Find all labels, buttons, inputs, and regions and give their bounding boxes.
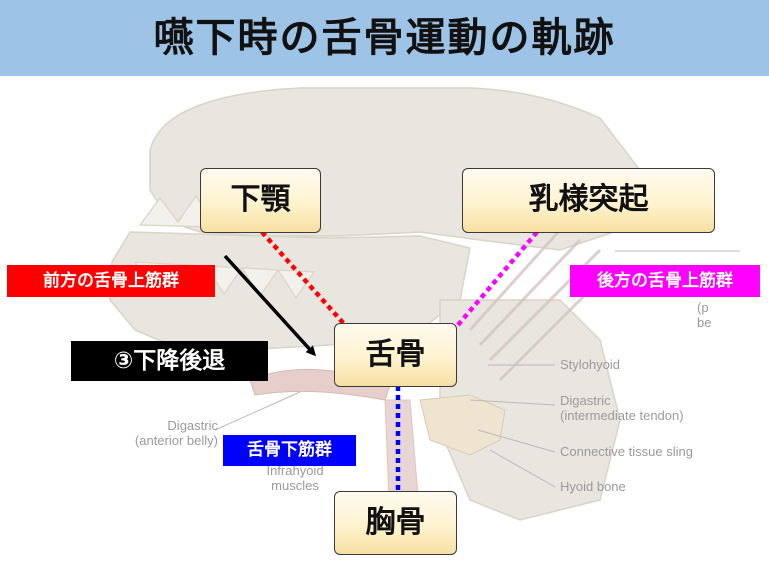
node-sternum: 胸骨	[334, 491, 457, 555]
label-infrahyoid-2: muscles	[271, 478, 319, 493]
hyoid-bone-shape	[419, 394, 506, 456]
node-mandible: 下顎	[200, 168, 321, 233]
label-partial-2: be	[697, 315, 712, 330]
node-hyoid: 舌骨	[334, 323, 457, 387]
mandible-shape	[109, 231, 471, 351]
label-digastric-ant-1: Digastric	[167, 418, 218, 433]
leader-connective	[477, 429, 556, 453]
tag-infrahyoid: 舌骨下筋群	[223, 435, 356, 466]
muscle-strand-1	[468, 228, 562, 332]
label-digastric-ant-2: (anterior belly)	[134, 433, 218, 448]
tag-movement: ③下降後退	[71, 341, 268, 381]
line-posterior-suprahyoid	[456, 230, 539, 327]
label-digastric-int-1: Digastric	[560, 393, 611, 408]
title-bar	[0, 0, 769, 76]
leader-digastric-ant	[214, 391, 301, 431]
line-anterior-suprahyoid	[260, 230, 347, 327]
label-partial-1: (p	[697, 300, 709, 315]
label-digastric-int-2: (intermediate tendon)	[560, 408, 684, 423]
tag-posterior-suprahyoid: 後方の舌骨上筋群	[570, 265, 760, 297]
label-connective: Connective tissue sling	[560, 444, 693, 459]
neck-shape	[439, 299, 621, 521]
label-stylohyoid: Stylohyoid	[560, 357, 620, 372]
tag-anterior-suprahyoid: 前方の舌骨上筋群	[7, 265, 215, 297]
node-mastoid: 乳様突起	[462, 168, 715, 233]
leader-hyoid-bone	[489, 449, 556, 488]
label-infrahyoid-1: Infrahyoid	[266, 463, 324, 478]
muscle-strand-2	[478, 238, 582, 347]
movement-arrow	[223, 254, 317, 357]
leader-digastric-int	[469, 399, 556, 406]
label-hyoid-bone: Hyoid bone	[560, 479, 626, 494]
page-title: 嚥下時の舌骨運動の軌跡	[153, 15, 616, 61]
